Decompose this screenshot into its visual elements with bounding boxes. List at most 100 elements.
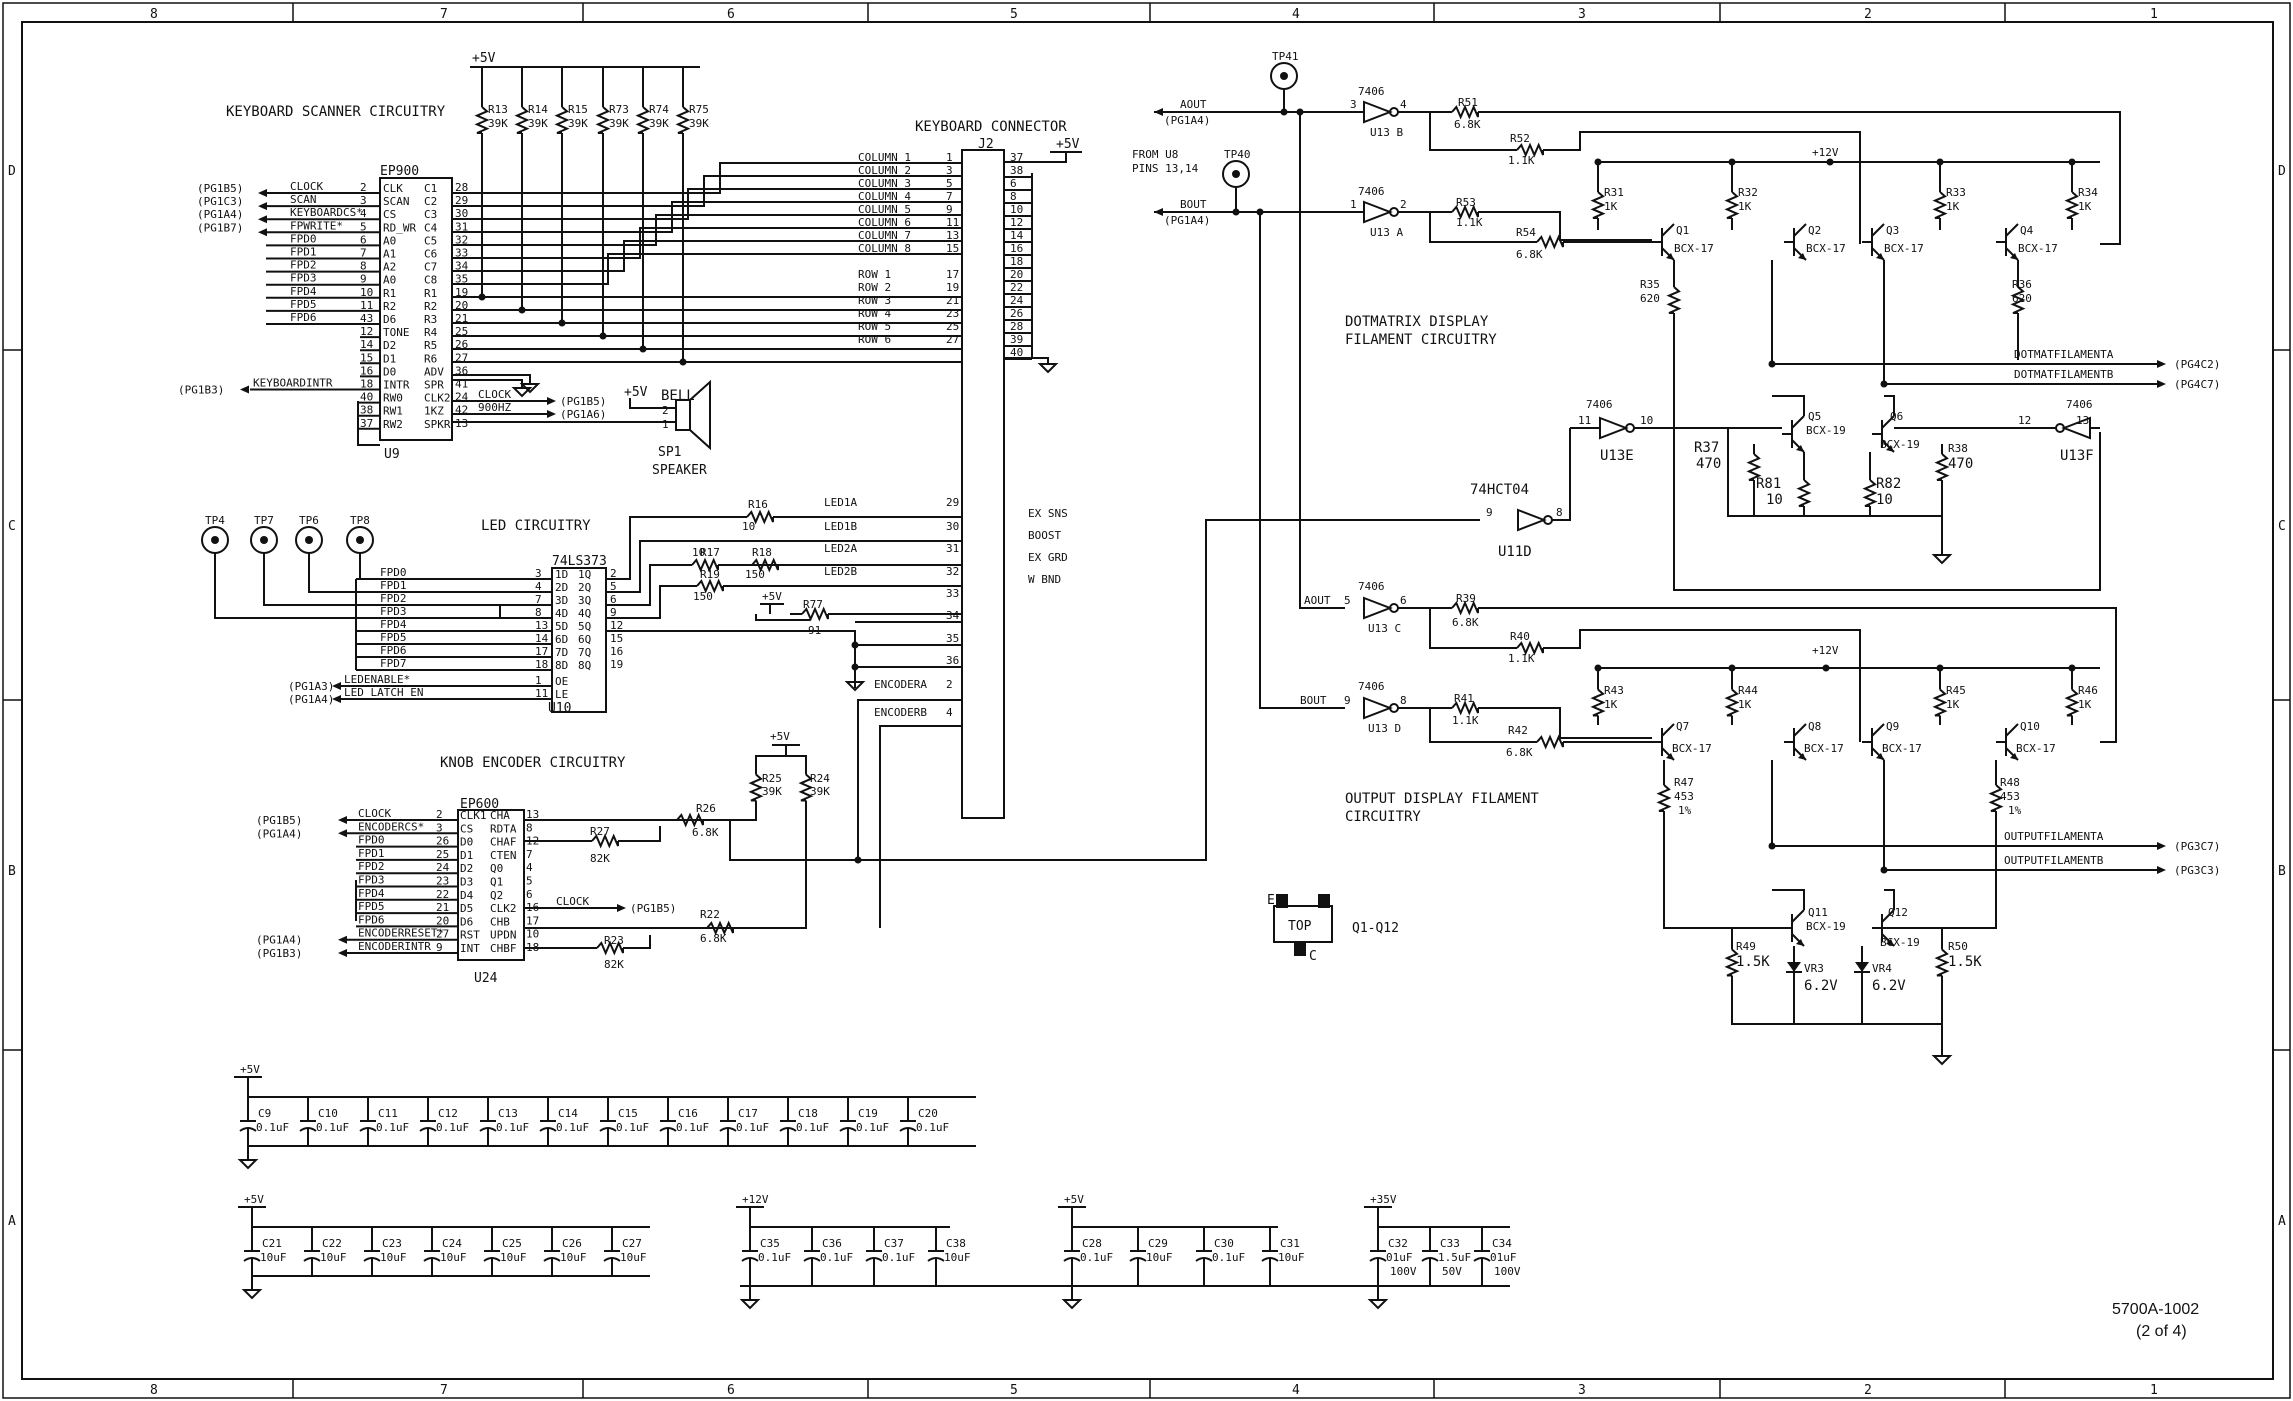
r24-symbol [798, 773, 814, 802]
j2-net-label: ROW 5 [858, 320, 891, 333]
u9-pin-number: 35 [455, 273, 468, 286]
zone-top-3: 3 [1578, 7, 1586, 22]
u24-pin-number: 7 [526, 848, 533, 861]
j2-note: EX GRD [1028, 551, 1068, 564]
cap-val: 0.1uF [676, 1121, 709, 1134]
u9-rw-ground [357, 401, 380, 446]
keyboard-column-wire [452, 162, 962, 194]
j2-note: EX SNS [1028, 507, 1068, 520]
u9-pin-name: D1 [383, 352, 396, 365]
u24-pin-number: 20 [436, 914, 449, 927]
pullup-rail-label: +5V [472, 51, 496, 66]
u10-pin-number: 15 [610, 632, 623, 645]
r77-wire [755, 614, 810, 621]
pkg-c: C [1309, 949, 1317, 964]
u10-pin-number: 11 [535, 687, 548, 700]
u10-pin-number: 12 [610, 619, 623, 632]
r17-symbol [691, 557, 719, 573]
j2-note: W BND [1028, 573, 1061, 586]
r53-val: 1.1K [1456, 216, 1483, 229]
ground-icon [237, 1159, 259, 1170]
u24-offpage-ref: (PG1A4) [256, 827, 302, 840]
u9-pin-number: 5 [360, 220, 367, 233]
arrow-left-icon [240, 385, 249, 394]
arrow-right-icon [2157, 842, 2166, 850]
cap-val: 0.1uF [736, 1121, 769, 1134]
testpoint-center-icon [305, 536, 313, 544]
dot-q6-ref: Q6 [1890, 410, 1903, 423]
u9-pin-name: RW2 [383, 418, 403, 431]
outfil-a-ref: (PG3C7) [2174, 840, 2220, 853]
arrow-left-icon [258, 215, 267, 224]
cap-val: 0.1uF [1080, 1251, 1113, 1264]
u24-clock-net: CLOCK [556, 895, 589, 908]
r77-ref: R77 [803, 598, 823, 611]
u9-pin-name: R4 [424, 326, 438, 339]
r19-symbol [696, 578, 724, 594]
r49-ref: R49 [1736, 940, 1756, 953]
u9-pin-name: D0 [383, 365, 396, 378]
u13f-out: 13 [2076, 414, 2089, 427]
u9-pin-name: C1 [424, 182, 437, 195]
u13b-out: 4 [1400, 98, 1407, 111]
u9-pin-number: 33 [455, 247, 468, 260]
u10-pin-name: 4D [555, 607, 568, 620]
u13e-part: 7406 [1586, 398, 1613, 411]
r50-val: 1.5K [1948, 954, 1982, 970]
u10-pin-number: 7 [535, 593, 542, 606]
u24-net-label: FPD3 [358, 874, 385, 887]
u10-pin-number: 1 [535, 674, 542, 687]
emitter-arrow-icon [1876, 253, 1884, 260]
u10-pin-name: 1D [555, 568, 568, 581]
zone-bottom-7: 7 [440, 1383, 448, 1398]
u10-pin-name: 1Q [578, 568, 591, 581]
u13a-gate-icon [1363, 200, 1393, 224]
clock-ref: (PG1A6) [560, 408, 606, 421]
zone-left-A: A [8, 1214, 16, 1229]
emitter-arrow-icon [1876, 753, 1884, 760]
cap-val: 01uF [1386, 1251, 1413, 1264]
zener-ref: VR3 [1804, 962, 1824, 975]
pullup-resistor [554, 106, 570, 134]
bypass-capacitors: +5VC90.1uFC100.1uFC110.1uFC120.1uFC130.1… [234, 1063, 1521, 1310]
junction-dot [1728, 158, 1736, 166]
u24-pin-number: 23 [436, 875, 449, 888]
cap-ref: C37 [884, 1237, 904, 1250]
j2-pin-right: 37 [1010, 151, 1023, 164]
emitter-arrow-icon [1886, 939, 1894, 946]
u9-offpage-ref: (PG1C3) [197, 195, 243, 208]
transistor-collector [1661, 723, 1675, 737]
encoder-a-j2 [857, 699, 962, 860]
dot-q-part: BCX-17 [2018, 242, 2058, 255]
r47-symbol [1656, 784, 1672, 812]
junction-dot [1728, 664, 1736, 672]
j2-pin-right: 39 [1010, 333, 1023, 346]
u13e-out: 10 [1640, 414, 1653, 427]
u9-pin-number: 10 [360, 286, 373, 299]
j2-led-pin: 31 [946, 542, 959, 555]
u13c-in: 5 [1344, 594, 1351, 607]
dot-gnd-bus [1727, 428, 1942, 517]
r82-symbol [1862, 479, 1878, 507]
u24-pin-number: 8 [526, 821, 533, 834]
dot-collector-resistor [2064, 191, 2080, 219]
pullup-value: 39K [689, 117, 709, 130]
ground-icon [241, 1289, 263, 1300]
zone-top-6: 6 [727, 7, 735, 22]
r24-val: 39K [810, 785, 830, 798]
cap-ref: C32 [1388, 1237, 1408, 1250]
dot-r-ref: R32 [1738, 186, 1758, 199]
u10-pin-number: 6 [610, 593, 617, 606]
emitter-arrow-icon [1666, 753, 1674, 760]
emitter-arrow-icon [2010, 253, 2018, 260]
r81-val: 10 [1766, 492, 1783, 508]
tp40-label: TP40 [1224, 148, 1251, 161]
u24-pin-name: CHB [490, 915, 510, 928]
encoder-a-wire [729, 519, 1480, 861]
r52-ref: R52 [1510, 132, 1530, 145]
cha-wire [524, 810, 757, 821]
j2-pin-left: 17 [946, 268, 959, 281]
u13d-gate-icon [1363, 696, 1393, 720]
